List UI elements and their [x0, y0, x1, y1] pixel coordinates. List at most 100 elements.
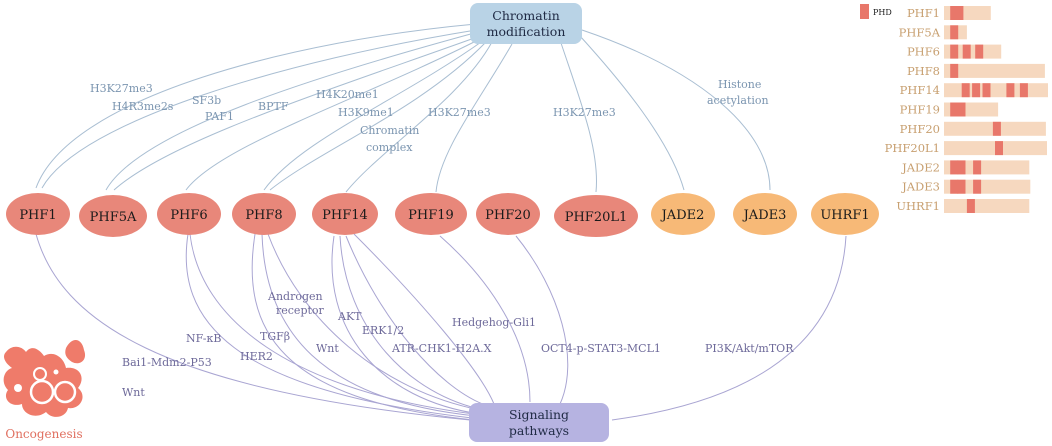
bottom-edges — [35, 233, 847, 421]
legend-bar-phf8 — [944, 63, 1045, 78]
legend-phd-domain-jade3-3 — [973, 179, 982, 194]
label-paf1: PAF1 — [205, 110, 234, 123]
legend-phd-domain-phf20l1-1 — [995, 141, 1003, 156]
node-label-phf6: PHF6 — [170, 208, 207, 223]
label-histone-1: Histone — [718, 78, 761, 91]
edge-bot-phf14-c — [345, 235, 489, 407]
legend-phd-domain-jade2-1 — [950, 160, 959, 175]
node-phf6: PHF6 — [157, 193, 221, 235]
node-phf20l1: PHF20L1 — [554, 195, 638, 237]
edge-bot-phf19 — [439, 235, 531, 403]
node-phf19: PHF19 — [395, 193, 467, 235]
node-jade2: JADE2 — [651, 193, 715, 235]
label-h3k27me3-right: H3K27me3 — [553, 106, 616, 119]
label-oct4: OCT4-p-STAT3-MCL1 — [541, 342, 661, 355]
legend-phd-domain-phf14-2 — [972, 83, 981, 98]
label-androgen-1: Androgen — [267, 290, 323, 303]
legend-phd-domain-phf14-4 — [1006, 83, 1015, 98]
hub-top-line1: Chromatin — [492, 8, 560, 23]
edge-top-phf19 — [435, 43, 513, 193]
hub-bottom-line2: pathways — [509, 423, 569, 438]
label-h3k27me3-left: H3K27me3 — [90, 82, 153, 95]
node-label-phf14: PHF14 — [322, 208, 368, 223]
node-label-uhrf1: UHRF1 — [820, 208, 869, 223]
legend-phd-domain-phf6-3 — [975, 44, 984, 59]
node-jade3: JADE3 — [733, 193, 797, 235]
node-phf1: PHF1 — [6, 193, 70, 235]
label-hedgehog: Hedgehog-Gli1 — [452, 316, 536, 329]
top-edges — [35, 23, 771, 193]
node-phf5a: PHF5A — [79, 195, 147, 237]
legend-phd-domain-phf14-3 — [982, 83, 991, 98]
legend-phd-domain-uhrf1-1 — [966, 199, 975, 213]
legend-phd-domain-phf14-5 — [1019, 83, 1028, 98]
legend-phd-domain-phf19-2 — [957, 102, 966, 117]
node-label-phf19: PHF19 — [408, 208, 454, 223]
label-h4k20me1: H4K20me1 — [316, 88, 379, 101]
hub-chromatin-modification: Chromatin modification — [470, 3, 582, 44]
edge-bot-phf20 — [515, 235, 569, 405]
edge-bot-phf1 — [35, 233, 471, 421]
node-label-phf5a: PHF5A — [90, 210, 137, 225]
node-uhrf1: UHRF1 — [811, 193, 879, 235]
legend-phd-domain-phf6-1 — [950, 44, 959, 59]
edge-top-phf14 — [345, 41, 493, 193]
edge-top-phf5a-a — [105, 31, 479, 191]
legend-phd-domain-phf5a-1 — [950, 25, 959, 40]
legend-protein-phf19: PHF19 — [900, 103, 940, 117]
node-label-jade3: JADE3 — [742, 208, 787, 223]
legend-phd-domain-jade3-1 — [950, 179, 959, 194]
label-histone-2: acetylation — [707, 94, 769, 107]
legend-protein-phf5a: PHF5A — [899, 25, 941, 39]
legend-phd-swatch — [860, 4, 869, 19]
label-wnt-left: Wnt — [122, 386, 145, 399]
legend-protein-phf20l1: PHF20L1 — [885, 141, 940, 155]
node-phf8: PHF8 — [232, 193, 296, 235]
label-h3k9me1: H3K9me1 — [338, 106, 394, 119]
edge-bot-phf8-b — [261, 233, 477, 417]
legend-protein-phf20: PHF20 — [900, 122, 940, 136]
label-tgfb: TGFβ — [260, 330, 290, 343]
oncogenesis: Oncogenesis — [3, 339, 86, 441]
legend-phd-label: PHD — [873, 8, 892, 17]
edge-bot-phf6-a — [185, 233, 473, 419]
legend-protein-phf8: PHF8 — [907, 64, 940, 78]
phd-domain-legend: PHD PHF1PHF5APHF6PHF8PHF14PHF19PHF20PHF2… — [860, 4, 1048, 213]
legend-phd-domain-jade2-2 — [957, 160, 966, 175]
edge-top-phf6 — [185, 37, 483, 191]
legend-phd-domain-phf8-1 — [950, 63, 959, 78]
label-atr: ATR-CHK1-H2A.X — [391, 342, 492, 355]
node-label-phf20: PHF20 — [485, 208, 531, 223]
label-h3k27me3-mid: H3K27me3 — [428, 106, 491, 119]
legend-phd-domain-phf14-1 — [961, 83, 970, 98]
edge-top-phf20l1 — [559, 39, 598, 193]
hub-signaling-pathways: Signaling pathways — [469, 403, 609, 442]
legend-bar-uhrf1 — [944, 199, 1030, 213]
legend-phd-domain-jade3-2 — [957, 179, 966, 194]
legend-protein-jade2: JADE2 — [901, 160, 940, 174]
edge-top-phf5a-b — [113, 35, 481, 191]
node-phf20: PHF20 — [476, 193, 540, 235]
label-androgen-2: receptor — [276, 304, 325, 317]
legend-phd-domain-jade2-3 — [973, 160, 982, 175]
edge-top-phf8-a — [263, 39, 485, 191]
hub-bottom-line1: Signaling — [509, 407, 569, 422]
hub-top-box — [470, 3, 582, 44]
edge-top-jade2 — [579, 35, 685, 191]
label-chromatin-complex-2: complex — [366, 141, 413, 154]
label-her2: HER2 — [240, 350, 273, 363]
edge-bot-phf6-b — [189, 233, 475, 415]
label-akt: AKT — [337, 310, 362, 323]
legend-phd-domain-phf1-1 — [950, 6, 959, 20]
protein-nodes: PHF1 PHF5A PHF6 PHF8 PHF14 PHF19 PHF20 — [6, 193, 879, 237]
label-bptf: BPTF — [258, 100, 289, 113]
legend-protein-phf1: PHF1 — [907, 6, 940, 20]
node-label-jade2: JADE2 — [660, 208, 705, 223]
legend-phd-domain-phf20-1 — [992, 121, 1001, 136]
label-nfkb: NF-κB — [186, 332, 221, 345]
label-chromatin-complex-1: Chromatin — [360, 124, 419, 137]
node-label-phf20l1: PHF20L1 — [565, 210, 628, 225]
legend-bar-jade3 — [944, 179, 1031, 194]
edge-top-phf1-a — [35, 23, 477, 189]
